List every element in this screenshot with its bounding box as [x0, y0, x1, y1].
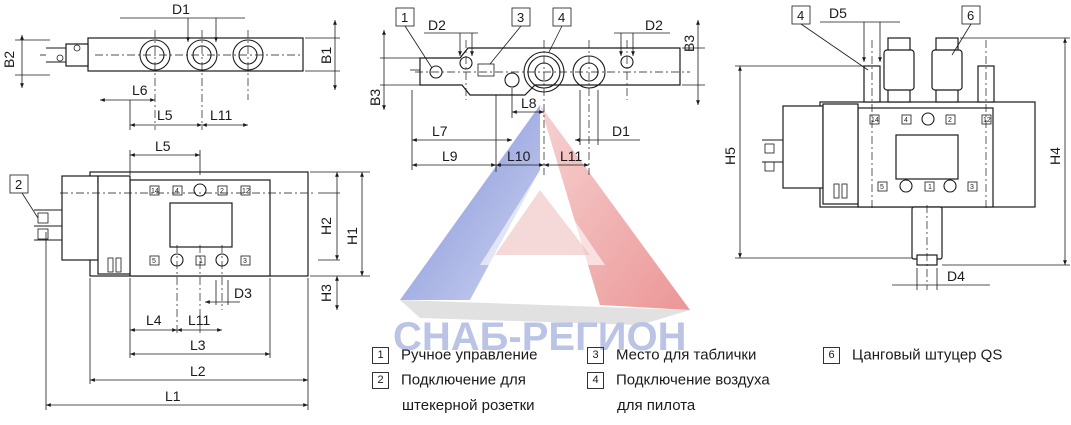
port-5-a: 5 — [152, 258, 156, 265]
dim-l8: L8 — [521, 95, 537, 111]
dim-b1: B1 — [318, 47, 334, 64]
legend-item-4: 4 Подключение воздуха для пилота — [587, 367, 770, 418]
port-1-a: 1 — [199, 258, 203, 265]
callout-6: 6 — [967, 8, 974, 23]
legend-item-1: 1 Ручное управление — [372, 342, 538, 368]
dim-l11-front: L11 — [188, 312, 211, 328]
callout-3: 3 — [517, 10, 524, 25]
port-2-a: 2 — [220, 188, 224, 195]
legend-num: 2 — [372, 371, 389, 389]
dim-l11-mid: L11 — [560, 148, 583, 164]
top-view-middle — [380, 7, 705, 175]
legend-text-cont: штекерной розетки — [402, 396, 535, 414]
legend-num: 3 — [587, 346, 604, 364]
dim-d2-right: D2 — [645, 17, 663, 33]
legend-text: Подключение воздуха — [616, 371, 770, 389]
port-4-a: 4 — [175, 188, 179, 195]
legend-text: Ручное управление — [401, 346, 538, 364]
dim-d1-top: D1 — [172, 1, 190, 17]
dim-b2: B2 — [1, 51, 17, 68]
dim-b3-right: B3 — [681, 35, 697, 52]
dim-l5-top: L5 — [157, 107, 173, 123]
legend-item-2: 2 Подключение для штекерной розетки — [372, 367, 535, 418]
legend-text: Подключение для — [401, 371, 526, 389]
dim-l9: L9 — [442, 148, 458, 164]
callout-4-right: 4 — [797, 8, 804, 23]
port-3-a: 3 — [243, 258, 247, 265]
legend-num: 1 — [372, 346, 389, 364]
legend-item-3: 3 Место для таблички — [587, 342, 756, 368]
dim-d1-mid: D1 — [612, 123, 630, 139]
dim-l4: L4 — [146, 312, 162, 328]
legend-text-cont: для пилота — [617, 396, 696, 414]
dim-d5: D5 — [829, 5, 847, 21]
dim-h2: H2 — [318, 217, 334, 235]
callout-4-mid: 4 — [558, 10, 565, 25]
port-12-b: 12 — [983, 117, 991, 124]
callout-1: 1 — [401, 10, 408, 25]
legend-text: Место для таблички — [616, 346, 757, 364]
legend-text: Цанговый штуцер QS — [852, 346, 1003, 364]
dim-h3: H3 — [318, 284, 334, 302]
front-view-left — [9, 150, 370, 410]
port-14-a: 14 — [151, 188, 159, 195]
port-1-b: 1 — [928, 184, 932, 191]
callout-2: 2 — [15, 177, 22, 192]
port-12-a: 12 — [242, 188, 250, 195]
watermark-logo — [400, 105, 690, 325]
dim-d3: D3 — [234, 285, 252, 301]
dim-l6: L6 — [132, 82, 148, 98]
dim-h5: H5 — [722, 147, 738, 165]
legend-num: 4 — [587, 371, 604, 389]
dim-l7: L7 — [432, 123, 448, 139]
dim-l11-top: L11 — [210, 107, 233, 123]
dim-l3: L3 — [190, 337, 206, 353]
port-4-b: 4 — [904, 117, 908, 124]
dim-d4: D4 — [947, 268, 965, 284]
port-2-b: 2 — [948, 117, 952, 124]
port-3-b: 3 — [970, 184, 974, 191]
front-view-right — [735, 5, 1070, 290]
dim-b3-left: B3 — [367, 89, 383, 106]
top-view-left — [15, 17, 340, 130]
watermark-text: СНАБ-РЕГИОН — [393, 315, 687, 359]
legend-item-6: 6 Цанговый штуцер QS — [823, 342, 1002, 368]
dim-h4: H4 — [1047, 147, 1063, 165]
dim-l2: L2 — [190, 363, 206, 379]
dim-d2-left: D2 — [428, 17, 446, 33]
dim-h1: H1 — [344, 227, 360, 245]
legend-num: 6 — [823, 346, 840, 364]
dim-l10: L10 — [507, 148, 531, 164]
dim-l1: L1 — [165, 388, 181, 404]
dim-l5-front: L5 — [155, 138, 171, 154]
port-5-b: 5 — [880, 184, 884, 191]
port-14-b: 14 — [871, 117, 879, 124]
